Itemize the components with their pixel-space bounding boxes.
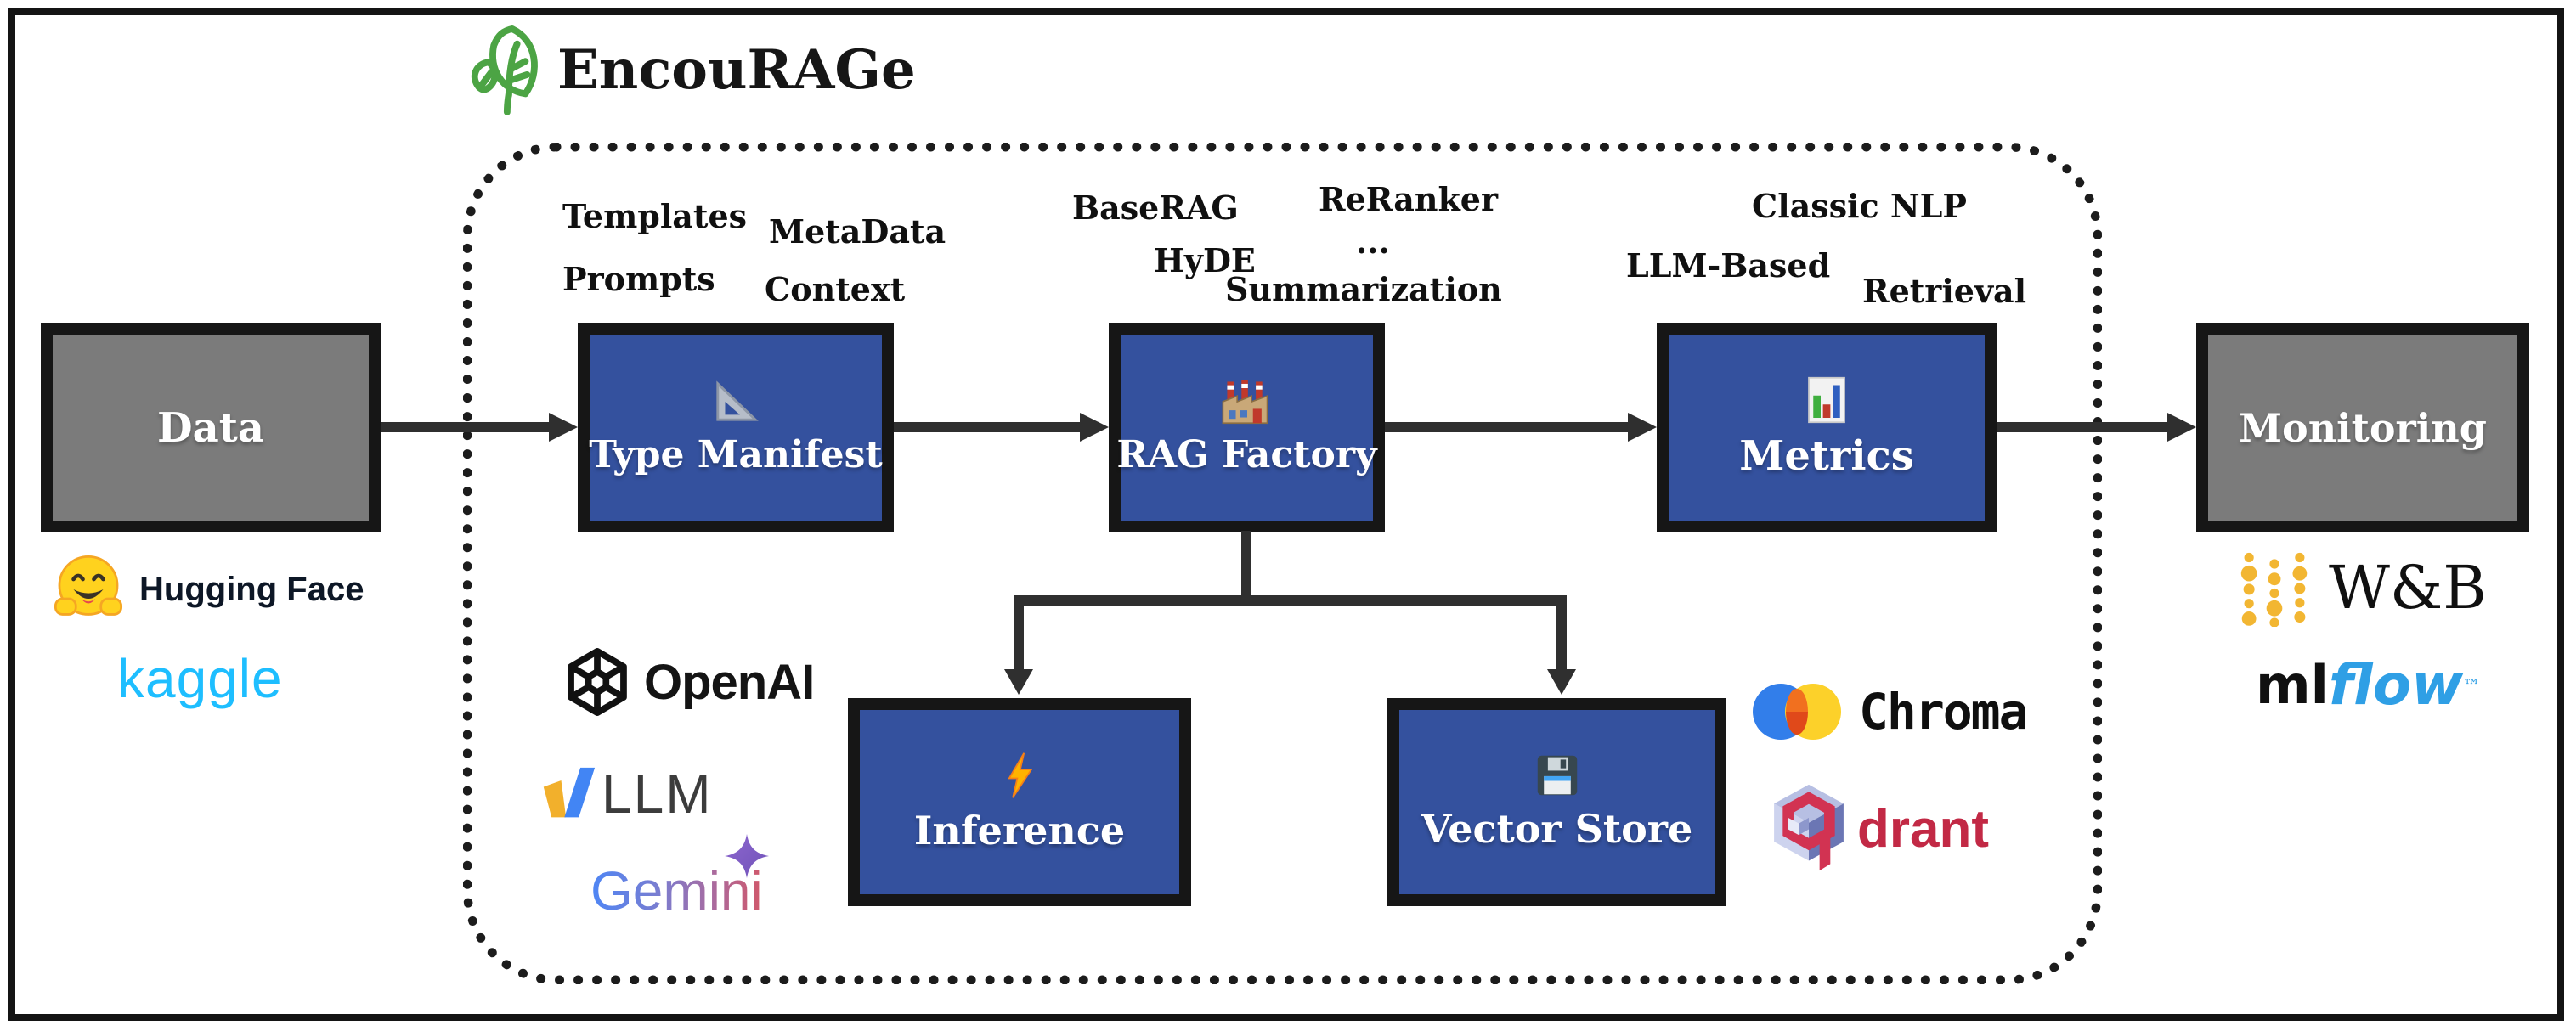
- branch-drop-inference: [1014, 595, 1024, 670]
- qdrant-icon: [1774, 784, 1844, 871]
- label-baserag: BaseRAG: [1072, 189, 1239, 227]
- logo-chroma: Chroma: [1750, 678, 2029, 746]
- chroma-icon: [1753, 684, 1841, 740]
- node-type-manifest-label: Type Manifest: [589, 433, 883, 476]
- node-vector-store: Vector Store: [1387, 698, 1726, 906]
- label-retrieval: Retrieval: [1862, 272, 2027, 310]
- label-classic-nlp: Classic NLP: [1752, 187, 1967, 225]
- arrow-metrics-to-monitoring: [1997, 422, 2169, 432]
- label-hyde: HyDE: [1154, 241, 1256, 279]
- node-monitoring: Monitoring: [2196, 323, 2529, 532]
- arrowhead-to-vector-store: [1547, 669, 1576, 695]
- node-inference: Inference: [848, 698, 1191, 906]
- arrowhead-rag-factory-to-metrics: [1628, 413, 1657, 442]
- logo-wandb-label: W&B: [2329, 553, 2487, 623]
- lightning-icon: [1008, 752, 1033, 798]
- logo-hugging-face: Hugging Face: [49, 550, 364, 628]
- logo-openai: OpenAI: [561, 645, 815, 718]
- logo-kaggle-label: kaggle: [117, 648, 283, 709]
- label-metadata: MetaData: [769, 212, 946, 251]
- triangle-ruler-icon: [716, 380, 759, 421]
- branch-crossbar: [1014, 595, 1567, 606]
- logo-qdrant: drant: [1767, 781, 1989, 876]
- logo-mlflow-flow: flow: [2328, 652, 2464, 718]
- label-prompts: Prompts: [562, 260, 715, 298]
- node-inference-label: Inference: [913, 807, 1126, 854]
- label-ellipsis: ...: [1356, 223, 1390, 261]
- logo-qdrant-label: drant: [1857, 799, 1989, 859]
- logo-chroma-label: Chroma: [1859, 683, 2029, 741]
- node-data-label: Data: [157, 403, 264, 452]
- arrow-type-manifest-to-rag-factory: [894, 422, 1082, 432]
- label-templates: Templates: [562, 197, 748, 235]
- openai-icon: [568, 648, 627, 716]
- label-llm-based: LLM-Based: [1626, 246, 1831, 285]
- logo-hugging-face-label: Hugging Face: [139, 570, 364, 608]
- outer-frame: [8, 8, 2564, 1021]
- logo-kaggle: kaggle: [117, 647, 283, 710]
- node-monitoring-label: Monitoring: [2239, 404, 2487, 451]
- node-metrics-label: Metrics: [1739, 431, 1914, 480]
- label-summarization: Summarization: [1225, 270, 1502, 308]
- leaf-icon: [471, 25, 538, 115]
- label-reranker: ReRanker: [1319, 180, 1498, 218]
- node-data: Data: [41, 323, 381, 532]
- floppy-disk-icon: [1537, 755, 1577, 795]
- logo-gemini: Gemini: [590, 834, 2576, 922]
- node-type-manifest: Type Manifest: [578, 323, 894, 532]
- arrowhead-to-inference: [1004, 669, 1033, 695]
- logo-vllm: LLM: [540, 763, 713, 825]
- logo-gemini-label: Gemini: [590, 860, 763, 921]
- vllm-icon: [543, 767, 596, 818]
- page-title: EncouRAGe: [557, 37, 916, 102]
- arrow-rag-factory-to-metrics: [1385, 422, 1630, 432]
- gemini-sparkle-icon: [725, 834, 769, 878]
- arrowhead-type-manifest-to-rag-factory: [1080, 413, 1109, 442]
- bar-chart-icon: [1808, 376, 1845, 423]
- branch-stem: [1241, 531, 1251, 606]
- node-rag-factory: RAG Factory: [1109, 323, 1385, 532]
- node-metrics: Metrics: [1657, 323, 1997, 532]
- arrowhead-data-to-type-manifest: [549, 413, 578, 442]
- arrowhead-metrics-to-monitoring: [2167, 413, 2196, 442]
- encourage-dashed-boundary: [463, 143, 2102, 984]
- logo-mlflow-ml: ml: [2256, 654, 2329, 716]
- label-context: Context: [765, 270, 906, 308]
- logo-mlflow-tm: ™: [2463, 674, 2481, 696]
- logo-vllm-label: LLM: [602, 763, 713, 825]
- arrow-data-to-type-manifest: [381, 422, 551, 432]
- node-rag-factory-label: RAG Factory: [1116, 433, 1377, 476]
- hugging-face-icon: [54, 555, 123, 616]
- title-block: EncouRAGe: [460, 24, 916, 115]
- node-vector-store-label: Vector Store: [1421, 805, 1693, 852]
- factory-icon: [1222, 380, 1268, 425]
- wandb-dots-icon: [2240, 552, 2308, 627]
- branch-drop-vector-store: [1556, 595, 1567, 670]
- logo-openai-label: OpenAI: [644, 654, 815, 710]
- logo-wandb: W&B: [2239, 549, 2487, 627]
